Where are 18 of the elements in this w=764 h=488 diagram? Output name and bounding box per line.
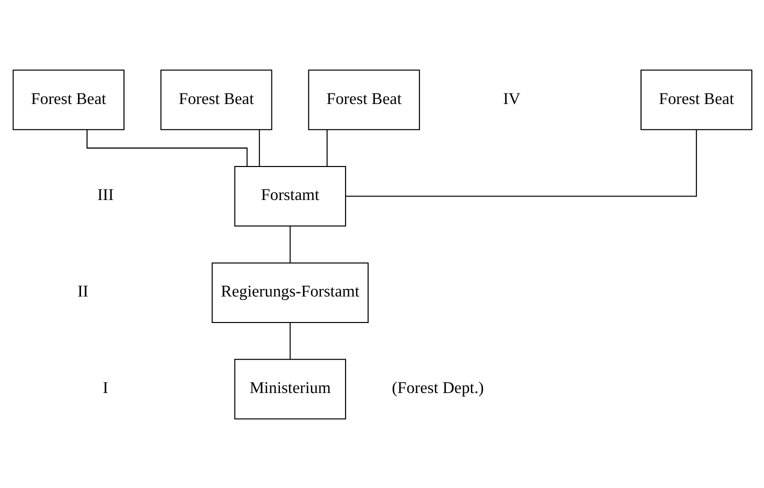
connector — [86, 129, 248, 166]
connector — [289, 226, 290, 262]
label: III — [96, 184, 114, 204]
connector — [345, 129, 696, 196]
node-box: Forstamt — [234, 166, 346, 226]
label: I — [102, 378, 108, 397]
node-box: Forest Beat — [160, 69, 272, 130]
node-box: Forest Beat — [640, 69, 752, 130]
node-box: Forest Beat — [308, 69, 420, 130]
node-box: Regierungs-Forstamt — [211, 262, 368, 322]
label: IV — [502, 88, 520, 108]
connector — [326, 129, 328, 166]
connector — [258, 129, 260, 166]
label: II — [76, 281, 88, 300]
node-label: (Forest Dept.) — [391, 378, 484, 397]
connector — [289, 322, 290, 359]
node-box: Ministerium — [234, 358, 346, 419]
node-box: Forest Beat — [12, 69, 124, 130]
